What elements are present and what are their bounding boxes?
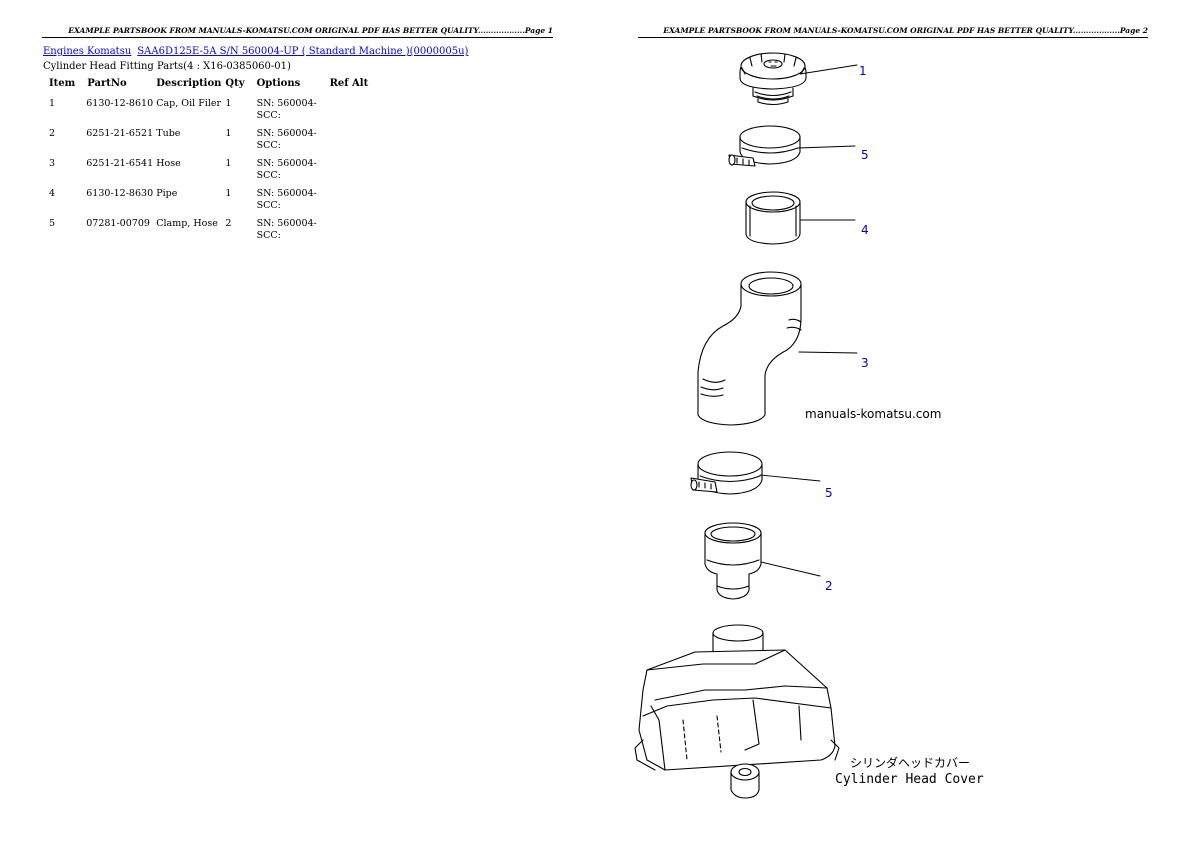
callout-5-lower: 5	[825, 486, 833, 500]
page-header: EXAMPLE PARTSBOOK FROM MANUALS-KOMATSU.C…	[638, 26, 1148, 38]
page-subtitle: Cylinder Head Fitting Parts(4 : X16-0385…	[43, 61, 291, 72]
cell-refalt	[324, 215, 375, 245]
hose-clamp-lower-part	[690, 451, 763, 495]
cell-options: SN: 560004-SCC:	[256, 98, 317, 121]
callout-3: 3	[861, 356, 869, 370]
cell-partno: 6251-21-6521	[86, 128, 154, 139]
cell-refalt	[324, 95, 375, 125]
cell-description: Tube	[156, 128, 181, 139]
column-header-refalt: Ref Alt	[329, 78, 369, 89]
watermark-text: manuals-komatsu.com	[805, 407, 942, 421]
callout-2: 2	[825, 579, 833, 593]
breadcrumb: Engines Komatsu SAA6D125E-5A S/N 560004-U…	[43, 46, 468, 57]
column-header-qty: Qty	[225, 78, 245, 89]
table-row: 3 6251-21-6541 Hose 1 SN: 560004-SCC:	[43, 155, 374, 185]
diagram-page: EXAMPLE PARTSBOOK FROM MANUALS-KOMATSU.C…	[595, 0, 1190, 842]
cover-label-english: Cylinder Head Cover	[835, 772, 984, 787]
cell-item: 1	[49, 98, 56, 109]
breadcrumb-link-model[interactable]: SAA6D125E-5A S/N 560004-UP ( Standard Ma…	[137, 46, 469, 57]
callout-5-upper: 5	[861, 148, 869, 162]
cell-qty: 1	[225, 128, 232, 139]
breadcrumb-link-engines[interactable]: Engines Komatsu	[43, 46, 132, 57]
cylinder-head-cover-part	[634, 624, 840, 799]
table-header-row: Item PartNo Description Qty Options Ref …	[43, 76, 374, 95]
page-header: EXAMPLE PARTSBOOK FROM MANUALS-KOMATSU.C…	[42, 26, 553, 38]
cell-partno: 6130-12-8610	[86, 98, 154, 109]
column-header-item: Item	[49, 78, 76, 89]
parts-list-page: EXAMPLE PARTSBOOK FROM MANUALS-KOMATSU.C…	[42, 26, 553, 245]
cell-options: SN: 560004-SCC:	[256, 188, 317, 211]
column-header-description: Description	[156, 78, 222, 89]
cover-label-japanese: シリンダヘッドカバー	[850, 756, 971, 770]
oil-filler-cap-part	[739, 52, 807, 106]
cell-partno: 07281-00709	[86, 218, 150, 229]
cell-qty: 2	[225, 218, 232, 229]
cell-item: 3	[49, 158, 56, 169]
cell-refalt	[324, 125, 375, 155]
column-header-partno: PartNo	[87, 78, 127, 89]
cell-refalt	[324, 185, 375, 215]
cell-qty: 1	[225, 158, 232, 169]
cell-item: 5	[49, 218, 56, 229]
hose-part	[697, 271, 802, 426]
cell-description: Hose	[156, 158, 181, 169]
cell-options: SN: 560004-SCC:	[256, 128, 317, 151]
cell-qty: 1	[225, 188, 232, 199]
cell-refalt	[324, 155, 375, 185]
tube-part	[704, 522, 762, 600]
table-row: 5 07281-00709 Clamp, Hose 2 SN: 560004-S…	[43, 215, 374, 245]
callout-1: 1	[859, 64, 867, 78]
cell-options: SN: 560004-SCC:	[256, 158, 317, 181]
cell-partno: 6251-21-6541	[86, 158, 154, 169]
cell-description: Clamp, Hose	[156, 218, 218, 229]
cell-description: Pipe	[156, 188, 178, 199]
cell-item: 2	[49, 128, 56, 139]
parts-table: Item PartNo Description Qty Options Ref …	[43, 76, 374, 245]
cell-item: 4	[49, 188, 56, 199]
column-header-options: Options	[256, 78, 301, 89]
table-row: 2 6251-21-6521 Tube 1 SN: 560004-SCC:	[43, 125, 374, 155]
cell-qty: 1	[225, 98, 232, 109]
cell-options: SN: 560004-SCC:	[256, 218, 317, 241]
cell-partno: 6130-12-8630	[86, 188, 154, 199]
table-row: 1 6130-12-8610 Cap, Oil Filer 1 SN: 5600…	[43, 95, 374, 125]
hose-clamp-upper-part	[728, 125, 801, 167]
pipe-part	[745, 191, 801, 245]
callout-4: 4	[861, 223, 869, 237]
table-row: 4 6130-12-8630 Pipe 1 SN: 560004-SCC:	[43, 185, 374, 215]
leader-lines	[759, 64, 858, 577]
cell-description: Cap, Oil Filer	[156, 98, 222, 109]
exploded-parts-drawing: 1 5 4 3 5 2	[634, 52, 869, 799]
